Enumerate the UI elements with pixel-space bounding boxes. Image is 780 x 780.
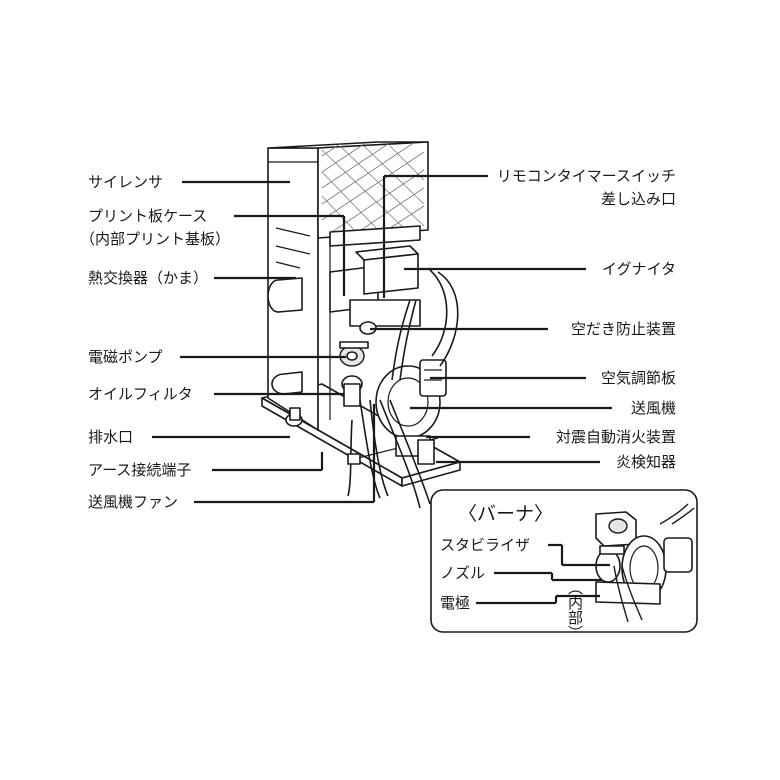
label-stabilizer: スタビライザ	[440, 536, 530, 554]
leader-lines-right	[370, 174, 612, 464]
leader-lines-left	[152, 180, 376, 504]
burner-inset: 〈バーナ〉 スタビライザ ノズル 電極 （内部）	[430, 489, 698, 640]
label-fan: 送風機ファン	[88, 493, 178, 511]
labels-right: リモコンタイマースイッチ 差し込み口 イグナイタ 空だき防止装置 空気調節板 送…	[497, 167, 676, 471]
label-heat-exchanger: 熱交換器（かま）	[88, 269, 208, 287]
label-silencer: サイレンサ	[88, 173, 163, 191]
labels-left: サイレンサ プリント板ケース （内部プリント基板） 熱交換器（かま） 電磁ポンプ…	[80, 173, 230, 511]
label-blower: 送風機	[631, 399, 676, 417]
inset-title: 〈バーナ〉	[458, 503, 553, 525]
label-pcb-case-sub: （内部プリント基板）	[80, 230, 230, 248]
label-drain: 排水口	[88, 428, 133, 446]
label-remote-timer: リモコンタイマースイッチ	[497, 167, 676, 185]
label-pcb-case: プリント板ケース	[88, 207, 207, 225]
label-solenoid-pump: 電磁ポンプ	[88, 348, 163, 366]
burner-drawing	[595, 503, 695, 623]
label-flame-detector: 炎検知器	[616, 453, 676, 471]
label-igniter: イグナイタ	[602, 260, 676, 278]
label-seismic-shutoff: 対震自動消火装置	[556, 428, 676, 446]
label-inside: （内部）	[566, 580, 584, 640]
boiler-unit-drawing	[261, 141, 461, 509]
label-remote-timer-sub: 差し込み口	[601, 190, 676, 208]
label-nozzle: ノズル	[440, 564, 485, 582]
label-ground-terminal: アース接続端子	[88, 461, 191, 479]
label-oil-filter: オイルフィルタ	[88, 385, 193, 403]
label-electrode: 電極	[440, 594, 470, 612]
label-air-damper: 空気調節板	[601, 369, 676, 387]
label-dry-fire-guard: 空だき防止装置	[571, 320, 676, 338]
